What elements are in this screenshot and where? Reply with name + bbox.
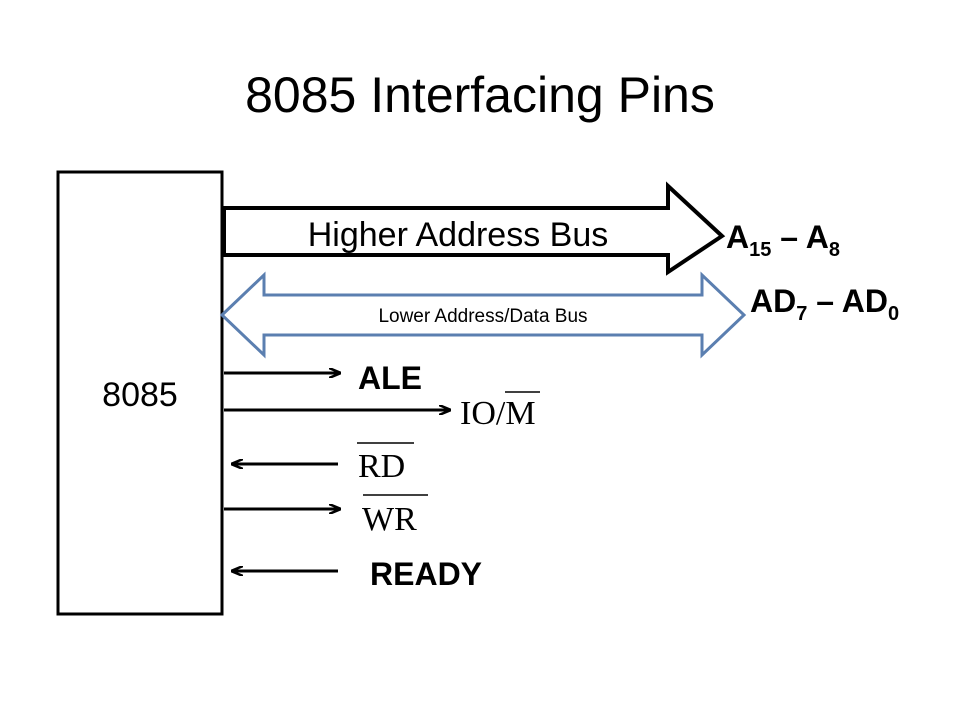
slide-title: 8085 Interfacing Pins bbox=[245, 67, 715, 123]
chip-block bbox=[56, 170, 224, 616]
higher-address-bus-label: Higher Address Bus bbox=[308, 216, 609, 254]
wr-label: WR bbox=[362, 501, 417, 538]
pin-a-main: A bbox=[726, 219, 749, 255]
pin-ad-main: AD bbox=[750, 283, 796, 319]
chip-label: 8085 bbox=[102, 376, 178, 414]
io-m-label: IO/M bbox=[460, 395, 536, 432]
lower-address-pins: AD7 – AD0 bbox=[750, 283, 899, 325]
pin-a-sep: – A bbox=[771, 219, 829, 255]
ready-label: READY bbox=[370, 556, 482, 592]
pin-ad-sep: – AD bbox=[807, 283, 888, 319]
pin-ad-sub-0: 0 bbox=[888, 303, 899, 325]
pin-ad-sub-7: 7 bbox=[796, 303, 807, 325]
io-m-m: M bbox=[505, 395, 535, 432]
pin-a-sub-15: 15 bbox=[749, 239, 771, 261]
ale-label: ALE bbox=[358, 360, 422, 396]
pin-a-sub-8: 8 bbox=[829, 239, 840, 261]
higher-address-bus-arrow bbox=[222, 181, 726, 276]
rd-label: RD bbox=[358, 448, 405, 485]
lower-address-data-bus-arrow bbox=[219, 271, 747, 359]
io-m-io: IO/ bbox=[460, 395, 506, 432]
lower-address-data-bus-label: Lower Address/Data Bus bbox=[378, 306, 587, 327]
higher-address-pins: A15 – A8 bbox=[726, 219, 840, 261]
